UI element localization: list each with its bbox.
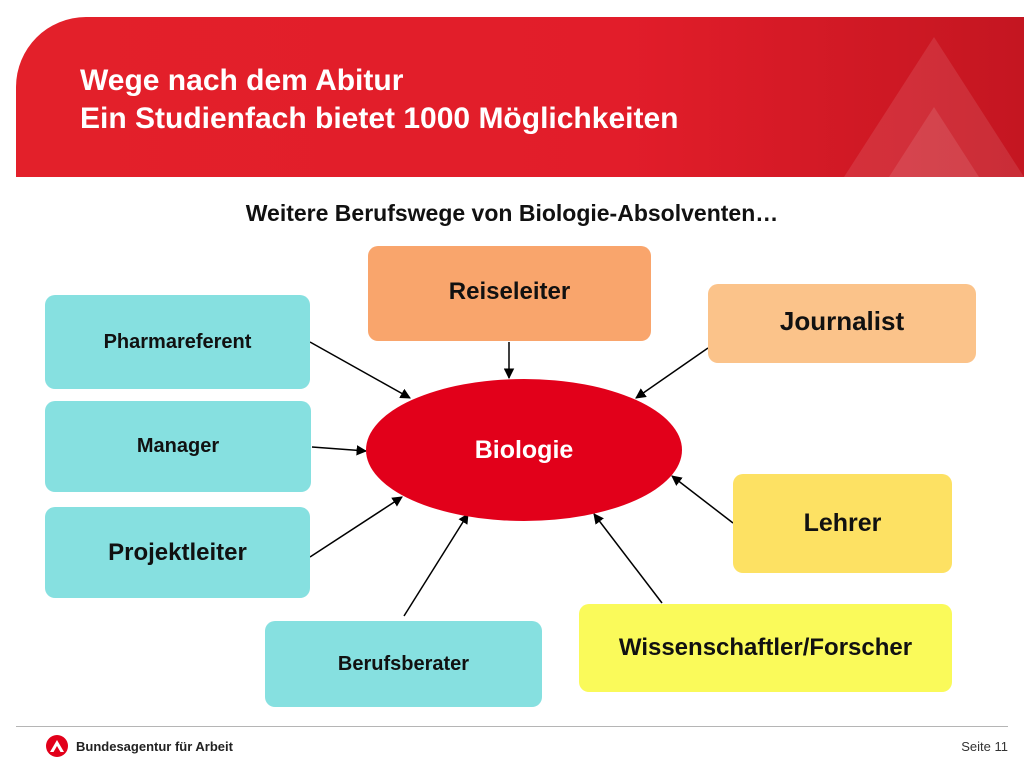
box-wissenschaftler: Wissenschaftler/Forscher <box>579 604 952 692</box>
title-line-1: Wege nach dem Abitur <box>80 64 404 97</box>
box-pharmareferent: Pharmareferent <box>45 295 310 389</box>
arrow-journalist <box>635 347 709 399</box>
page-number: Seite 11 <box>961 739 1008 754</box>
box-projektleiter: Projektleiter <box>45 507 310 598</box>
arrow-manager <box>311 445 368 456</box>
agency-logo-icon <box>46 735 68 757</box>
title-line-2: Ein Studienfach bietet 1000 Möglichkeite… <box>80 102 679 135</box>
box-reiseleiter: Reiseleiter <box>368 246 651 341</box>
box-lehrer: Lehrer <box>733 474 952 573</box>
box-manager-label: Manager <box>136 435 220 457</box>
box-berufsberater-label: Berufsberater <box>337 652 470 675</box>
logo-text: Bundesagentur für Arbeit <box>76 738 233 754</box>
box-reiseleiter-label: Reiseleiter <box>448 278 571 305</box>
box-journalist-label: Journalist <box>779 306 905 336</box>
box-berufsberater: Berufsberater <box>265 621 542 707</box>
center-label: Biologie <box>474 435 574 464</box>
arrow-projektleiter <box>309 496 403 558</box>
footer-divider <box>16 726 1008 727</box>
box-projektleiter-label: Projektleiter <box>108 538 247 566</box>
box-wissenschaftler-label: Wissenschaftler/Forscher <box>618 634 913 661</box>
title-banner: Wege nach dem Abitur Ein Studienfach bie… <box>16 17 1024 177</box>
box-journalist: Journalist <box>708 284 976 363</box>
page-title: Wege nach dem Abitur Ein Studienfach bie… <box>80 62 678 138</box>
box-lehrer-label: Lehrer <box>803 509 882 537</box>
banner-decoration <box>844 37 1024 177</box>
arrow-pharmareferent <box>309 341 411 399</box>
arrow-lehrer <box>671 475 734 524</box>
arrow-wissenschaftler <box>593 513 663 604</box>
footer-logo: Bundesagentur für Arbeit <box>46 735 233 757</box>
box-manager: Manager <box>45 401 311 492</box>
diagram-subtitle: Weitere Berufswege von Biologie-Absolven… <box>245 200 779 226</box>
arrow-berufsberater <box>403 513 469 617</box>
box-pharmareferent-label: Pharmareferent <box>103 330 252 353</box>
center-biologie: Biologie <box>366 379 682 521</box>
